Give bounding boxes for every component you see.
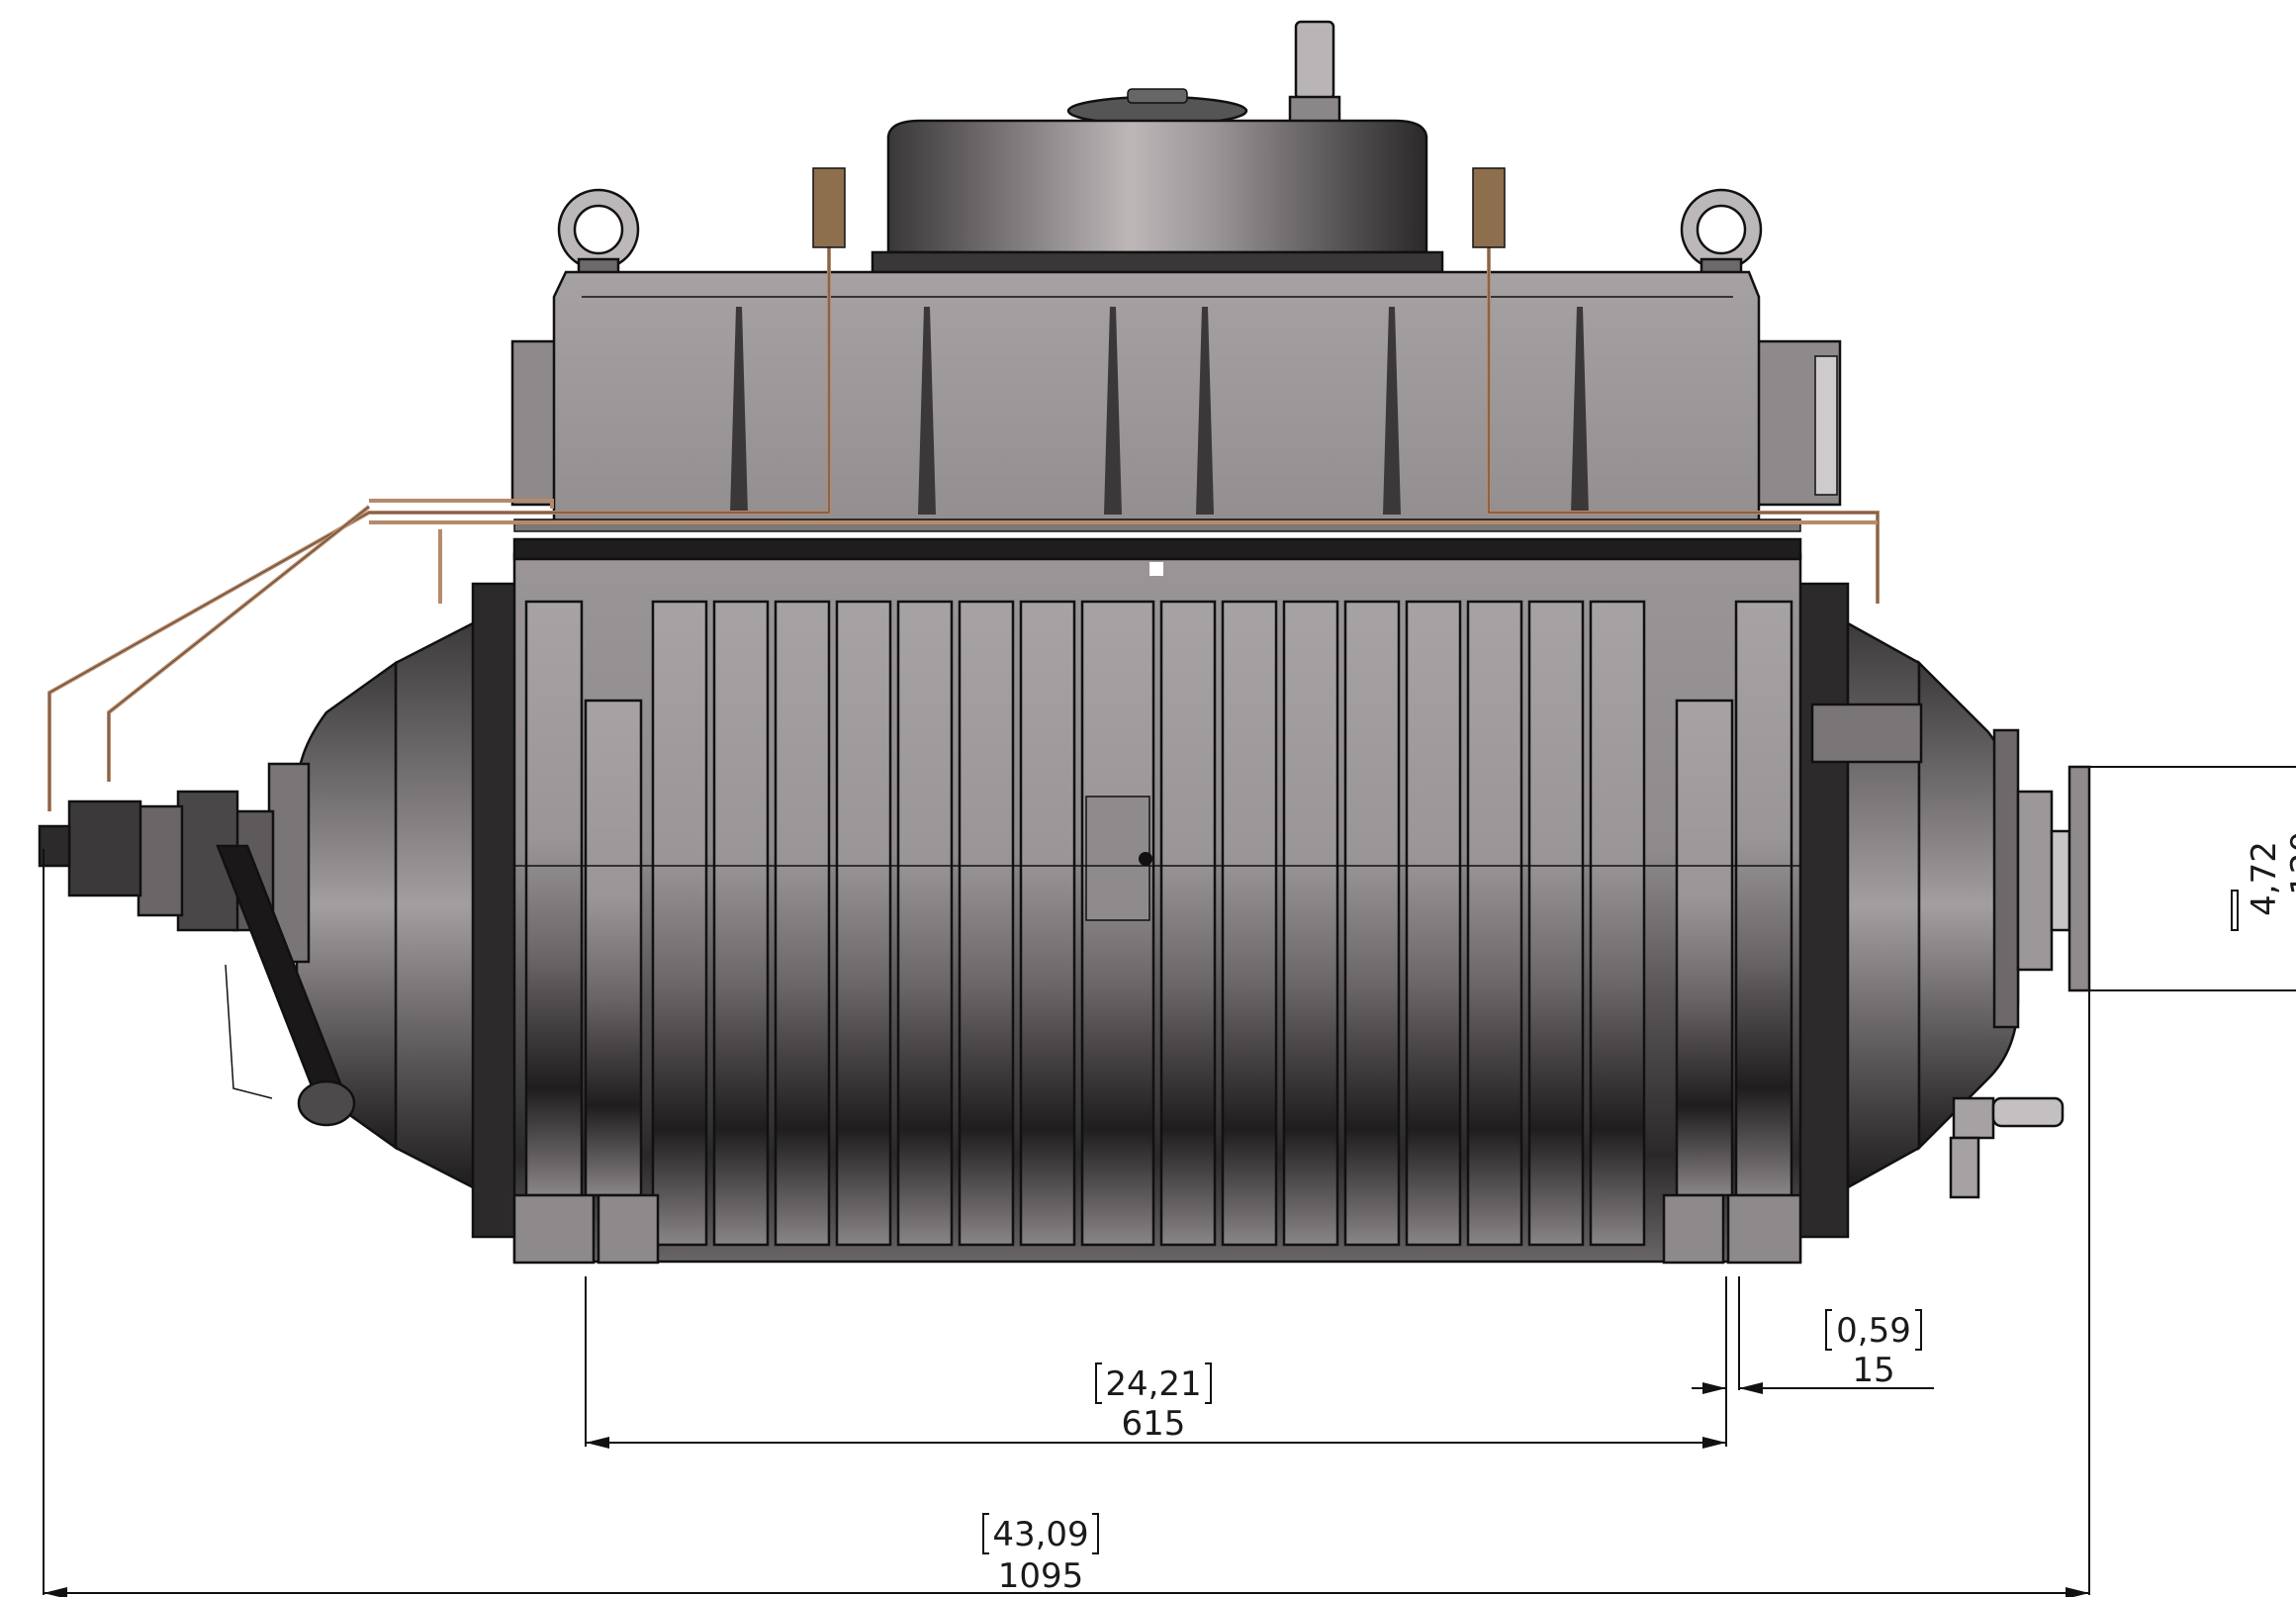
dim-flange-height-mm: ⌀ 120	[2284, 831, 2296, 926]
top-cover	[871, 20, 1444, 284]
dim-flange-height: 4,72 ⌀ 120	[2231, 831, 2296, 931]
dimensions: 43,09 1095 24,21 615 0,59 15	[43, 766, 2296, 1597]
left-end-cap	[38, 620, 475, 1190]
dim-foot-width-inch: 0,59	[1836, 1311, 1911, 1351]
dim-foot-spacing: 24,21 615	[586, 1362, 1726, 1449]
dim-foot-spacing-mm: 615	[1122, 1404, 1186, 1444]
main-housing	[471, 537, 1850, 1265]
right-end-cap	[1810, 620, 2091, 1199]
upper-housing	[510, 270, 1842, 532]
dim-foot-spacing-inch: 24,21	[1105, 1364, 1201, 1404]
machine-body	[38, 20, 2091, 1265]
dim-overall-length-mm: 1095	[998, 1556, 1084, 1596]
copper-piping	[47, 167, 1880, 811]
dim-flange-height-inch: 4,72	[2245, 841, 2284, 916]
dim-overall-length: 43,09 1095	[44, 1513, 2089, 1597]
dim-overall-length-inch: 43,09	[992, 1515, 1088, 1554]
dim-foot-width: 0,59 15	[1692, 1309, 1934, 1394]
dim-foot-width-mm: 15	[1852, 1351, 1894, 1390]
lifting-eye-left	[557, 188, 640, 283]
lifting-eye-right	[1680, 188, 1763, 283]
